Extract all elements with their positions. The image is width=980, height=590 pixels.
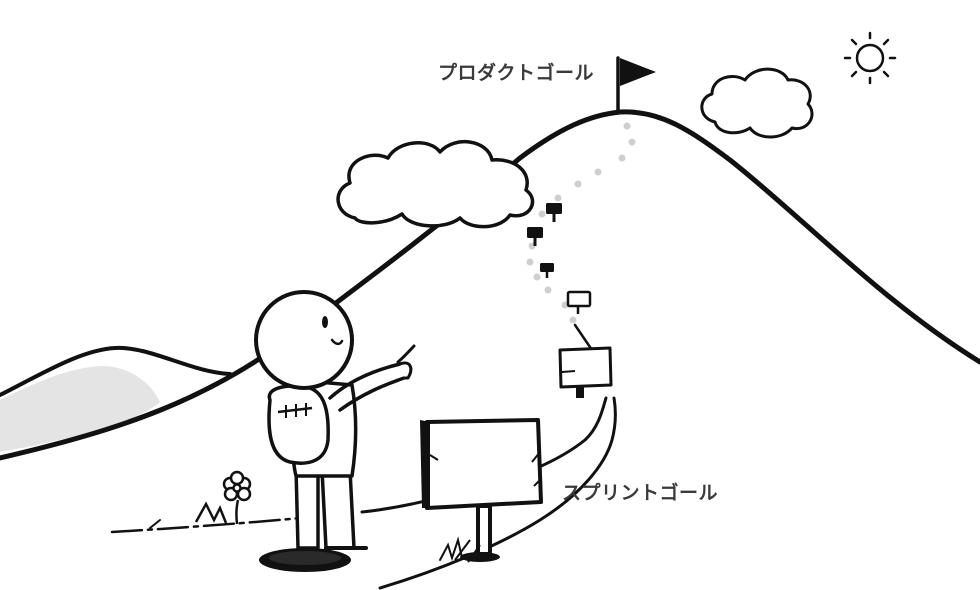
grass xyxy=(149,519,463,562)
sprint-signboard xyxy=(420,418,543,563)
trail-marker-2 xyxy=(527,227,543,246)
cloud-right xyxy=(700,67,814,139)
mid-signpost xyxy=(558,346,613,398)
trail-marker-4 xyxy=(566,290,592,314)
sprint-goal-label: スプリントゴール xyxy=(562,482,719,504)
mountain xyxy=(0,109,980,461)
cloud-left xyxy=(336,140,535,229)
hiker xyxy=(254,290,416,572)
flag-icon xyxy=(616,56,656,114)
trail-dots xyxy=(526,122,636,324)
trail-marker-1 xyxy=(546,203,562,222)
flower-icon xyxy=(194,470,252,525)
product-goal-label: プロダクトゴール xyxy=(438,62,595,84)
trail-marker-3 xyxy=(540,263,554,278)
back-hill xyxy=(0,345,232,452)
sun-icon xyxy=(843,31,897,85)
